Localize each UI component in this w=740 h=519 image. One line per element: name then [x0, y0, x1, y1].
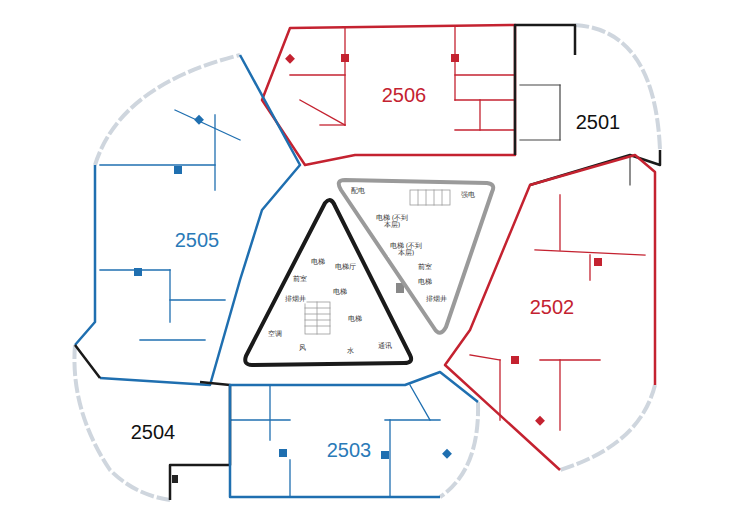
room-label: 排烟井	[284, 296, 307, 303]
room-label: 电梯 (不到本层)	[388, 243, 424, 257]
unit-number: 2503	[326, 439, 373, 461]
terrace-outline: 2504	[64, 339, 238, 508]
room-label: 空调	[267, 331, 283, 338]
outline-shape	[67, 49, 306, 391]
room-walls	[230, 385, 440, 497]
unit-outline: 2506	[256, 19, 521, 171]
unit-number: 2504	[130, 421, 177, 443]
unit-number: 2501	[575, 111, 622, 133]
room-label: 电梯	[332, 289, 348, 296]
unit-outline: 2503	[222, 364, 488, 505]
room-label: 通讯	[377, 343, 393, 350]
wall-line	[245, 200, 411, 365]
terrace-outline: 2501	[509, 19, 668, 191]
wall-line	[262, 25, 515, 165]
wall-line	[230, 372, 478, 497]
unit-outline: 2505	[67, 49, 306, 391]
outline-shape	[222, 364, 488, 505]
room-label: 配电	[350, 188, 366, 195]
room-walls	[520, 85, 630, 185]
room-walls	[470, 195, 645, 430]
column-marks	[134, 54, 602, 483]
room-label: 排烟井	[425, 296, 448, 303]
room-label: 前室	[417, 264, 433, 271]
glazing-line	[440, 402, 478, 497]
room-label: 水	[346, 348, 355, 355]
stair-hatch	[305, 190, 450, 334]
glazing-line	[575, 25, 660, 150]
room-label: 风	[298, 345, 307, 352]
room-label: 电梯 (不到本层)	[374, 215, 410, 229]
wall-line	[515, 25, 660, 185]
unit-number: 2505	[174, 229, 221, 251]
room-label: 电梯	[417, 279, 433, 286]
wall-line	[75, 55, 300, 385]
room-walls	[290, 27, 515, 130]
room-walls	[100, 110, 240, 340]
room-label: 电梯	[347, 316, 363, 323]
room-label: 电梯	[310, 259, 326, 266]
room-label: 前室	[292, 276, 308, 283]
room-label: 电梯厅	[334, 264, 357, 271]
wall-line	[75, 345, 230, 500]
glazing-line	[95, 55, 240, 165]
room-label: 强电	[460, 192, 476, 199]
unit-number: 2502	[529, 296, 576, 318]
glazing-line	[560, 385, 655, 470]
outline-shape	[509, 19, 668, 191]
unit-number: 2506	[381, 84, 428, 106]
